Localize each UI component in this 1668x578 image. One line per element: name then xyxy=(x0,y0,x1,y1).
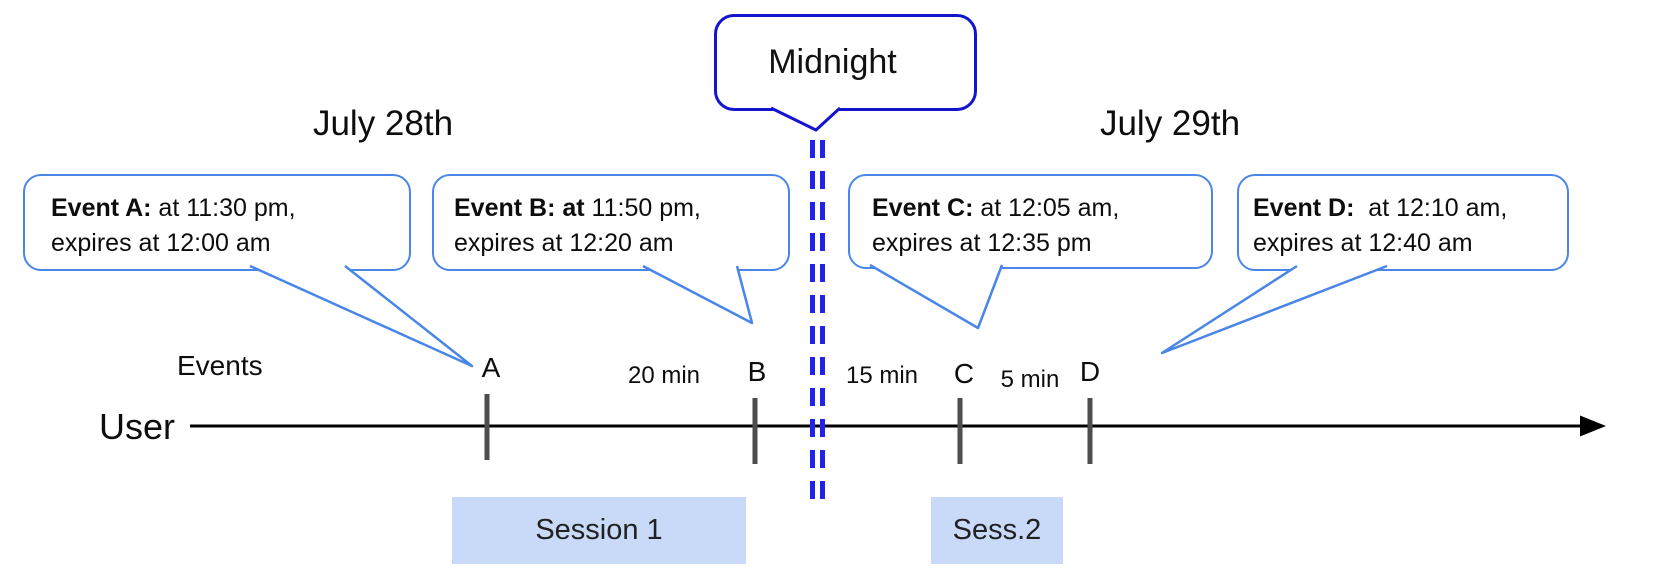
event-b-callout: Event B: at 11:50 pm, expires at 12:20 a… xyxy=(432,174,790,271)
date-label-july-28: July 28th xyxy=(312,104,454,143)
gap-label-20min: 20 min xyxy=(627,362,701,389)
callout-tail-c xyxy=(869,263,1004,330)
tick-label-c: C xyxy=(953,358,975,389)
session-2-label: Sess.2 xyxy=(952,514,1042,546)
event-c-line2: expires at 12:35 pm xyxy=(872,229,1092,257)
callout-tail-d xyxy=(1160,264,1388,355)
gap-label-15min: 15 min xyxy=(845,362,919,389)
midnight-label: Midnight xyxy=(768,43,897,81)
tick-label-d: D xyxy=(1079,356,1101,387)
tick-label-b: B xyxy=(747,356,767,387)
session-1-label: Session 1 xyxy=(535,514,663,546)
events-axis-label: Events xyxy=(177,350,263,381)
session-1-box: Session 1 xyxy=(452,497,746,564)
callout-tail-a xyxy=(249,264,474,368)
midnight-callout: Midnight xyxy=(714,14,977,111)
event-d-callout: Event D: at 12:10 am, expires at 12:40 a… xyxy=(1237,174,1569,271)
tick-label-a: A xyxy=(481,352,501,383)
event-b-line2: expires at 12:20 am xyxy=(454,229,674,257)
event-a-line2: expires at 12:00 am xyxy=(51,229,271,257)
date-label-july-29: July 29th xyxy=(1099,104,1241,143)
session-2-box: Sess.2 xyxy=(931,497,1063,564)
user-axis-label: User xyxy=(99,406,176,447)
event-b-line1: Event B: at 11:50 pm, xyxy=(454,194,701,222)
event-d-line2: expires at 12:40 am xyxy=(1253,229,1473,257)
gap-label-5min: 5 min xyxy=(1000,366,1060,393)
event-c-callout: Event C: at 12:05 am, expires at 12:35 p… xyxy=(848,174,1213,269)
event-a-line1: Event A: at 11:30 pm, xyxy=(51,194,296,222)
callout-tail-b xyxy=(642,264,754,325)
event-c-line1: Event C: at 12:05 am, xyxy=(872,194,1120,222)
event-d-line1: Event D: at 12:10 am, xyxy=(1253,194,1508,222)
timeline-arrowhead xyxy=(1580,415,1606,437)
event-a-callout: Event A: at 11:30 pm, expires at 12:00 a… xyxy=(23,174,411,271)
midnight-bubble-tail xyxy=(770,106,842,132)
